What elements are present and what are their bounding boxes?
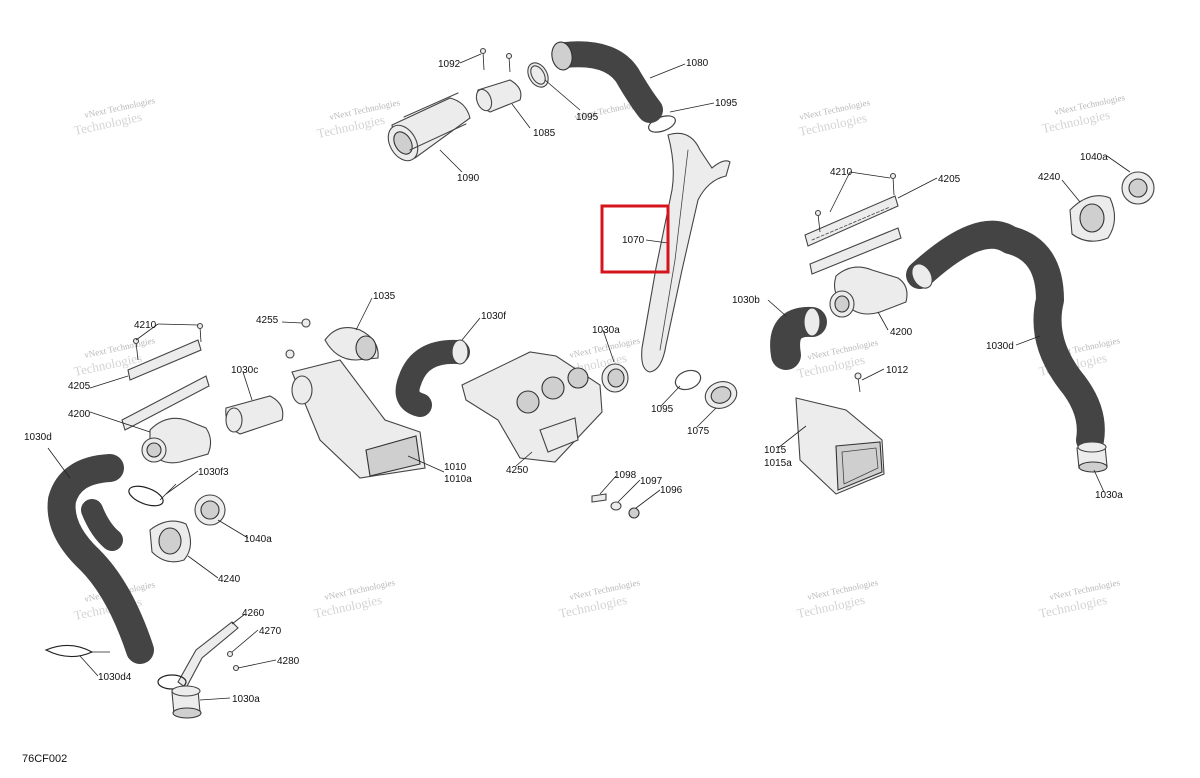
callout-4250[interactable]: 4250	[506, 465, 529, 476]
part-1075-coupler[interactable]	[702, 377, 741, 412]
callout-1035[interactable]: 1035	[373, 291, 396, 302]
callout-1030f[interactable]: 1030f	[481, 311, 506, 322]
callout-1085[interactable]: 1085	[533, 128, 556, 139]
callout-1040a[interactable]: 1040a	[1080, 152, 1108, 163]
leader-lines	[47, 53, 1131, 701]
callout-1012[interactable]: 1012	[886, 365, 909, 376]
part-4240-flange-left[interactable]	[149, 520, 192, 563]
callout-1095[interactable]: 1095	[651, 404, 674, 415]
watermarks: vNext Technologies Technologies vNext Te…	[73, 92, 1127, 623]
part-1030f-hose[interactable]	[395, 339, 470, 417]
callout-1030a[interactable]: 1030a	[1095, 490, 1123, 501]
callout-4280[interactable]: 4280	[277, 656, 300, 667]
part-1085-coupler[interactable]	[474, 79, 522, 113]
callout-1092[interactable]: 1092	[438, 59, 461, 70]
callout-1030f3[interactable]: 1030f3	[198, 467, 229, 478]
callout-1010[interactable]: 1010	[444, 462, 467, 473]
part-1035-elbow[interactable]	[324, 327, 379, 361]
callout-1095[interactable]: 1095	[576, 112, 599, 123]
callout-4255[interactable]: 4255	[256, 315, 279, 326]
part-1095-clamp[interactable]	[524, 59, 553, 91]
highlight-box-1070[interactable]	[600, 204, 670, 274]
part-1030a-coupler-right[interactable]	[1076, 441, 1108, 473]
part-4200-y-junction-right[interactable]	[829, 266, 908, 318]
part-4200-y-junction-left[interactable]	[141, 417, 212, 464]
part-4210-screws-left[interactable]	[132, 322, 204, 361]
callout-1010a[interactable]: 1010a	[444, 474, 472, 485]
callout-1075[interactable]: 1075	[687, 426, 710, 437]
part-4240-flange-right[interactable]	[1069, 195, 1116, 242]
diagram-code: 76CF002	[22, 753, 67, 765]
callout-1030a[interactable]: 1030a	[592, 325, 620, 336]
part-1090-air-filter[interactable]	[382, 92, 471, 166]
callout-4240[interactable]: 4240	[218, 574, 241, 585]
part-1092-screws[interactable]	[479, 47, 513, 73]
part-1095-clamp-lower[interactable]	[673, 367, 704, 393]
callout-1030d[interactable]: 1030d	[986, 341, 1014, 352]
callout-4240[interactable]: 4240	[1038, 172, 1061, 183]
part-1030d-hose-left[interactable]	[47, 454, 154, 664]
callout-1030a[interactable]: 1030a	[232, 694, 260, 705]
callout-4200[interactable]: 4200	[890, 327, 913, 338]
callout-4270[interactable]: 4270	[259, 626, 282, 637]
callout-1080[interactable]: 1080	[686, 58, 709, 69]
part-1040a-cap-right[interactable]	[1121, 171, 1155, 205]
part-4255-screws[interactable]	[285, 318, 311, 359]
part-4270-4280-screws[interactable]	[226, 650, 240, 672]
part-1030f3-strap[interactable]	[126, 482, 177, 509]
part-4205-bracket-rail[interactable]	[804, 195, 902, 275]
part-1030a-coupler-left[interactable]	[157, 674, 202, 719]
callout-4200[interactable]: 4200	[68, 409, 91, 420]
callout-labels: 1092 1080 1095 1095 1085 1090 1070 4210 …	[24, 58, 1123, 705]
callout-4210[interactable]: 4210	[830, 167, 853, 178]
callout-1015a[interactable]: 1015a	[764, 458, 792, 469]
part-1030b-elbow[interactable]	[770, 306, 827, 370]
callout-4210[interactable]: 4210	[134, 320, 157, 331]
callout-1090[interactable]: 1090	[457, 173, 480, 184]
part-1015-vent-box[interactable]	[795, 397, 885, 495]
callout-1030d[interactable]: 1030d	[24, 432, 52, 443]
part-4205-bracket-rail-left[interactable]	[121, 339, 210, 431]
part-1010-airbox-duct[interactable]	[291, 359, 426, 479]
part-1070-intake-duct[interactable]	[641, 132, 731, 373]
callout-1030b[interactable]: 1030b	[732, 295, 760, 306]
part-1012-screw[interactable]	[854, 372, 862, 393]
callout-1096[interactable]: 1096	[660, 485, 683, 496]
callout-1070[interactable]: 1070	[622, 235, 645, 246]
part-1098-1097-1096-hardware[interactable]	[591, 493, 640, 519]
callout-4205[interactable]: 4205	[938, 174, 961, 185]
part-1095-clamp-mid[interactable]	[646, 113, 677, 136]
part-1030c-coupler[interactable]	[225, 395, 284, 435]
part-4250-dash-panel[interactable]	[461, 351, 603, 463]
callout-4260[interactable]: 4260	[242, 608, 265, 619]
callout-1030d4[interactable]: 1030d4	[98, 672, 132, 683]
callout-1015[interactable]: 1015	[764, 445, 787, 456]
part-1030d-hose-right[interactable]	[906, 220, 1105, 454]
part-1030d4-strap[interactable]	[44, 644, 110, 658]
part-4210-screws-right[interactable]	[814, 172, 897, 233]
callout-1095[interactable]: 1095	[715, 98, 738, 109]
part-1040a-cap-left[interactable]	[194, 494, 226, 526]
part-1080-corrugated-hose[interactable]	[550, 40, 663, 123]
callout-1030c[interactable]: 1030c	[231, 365, 258, 376]
callout-1097[interactable]: 1097	[640, 476, 663, 487]
part-1030a-coupler-center[interactable]	[601, 363, 629, 393]
callout-1040a[interactable]: 1040a	[244, 534, 272, 545]
callout-1098[interactable]: 1098	[614, 470, 637, 481]
callout-4205[interactable]: 4205	[68, 381, 91, 392]
